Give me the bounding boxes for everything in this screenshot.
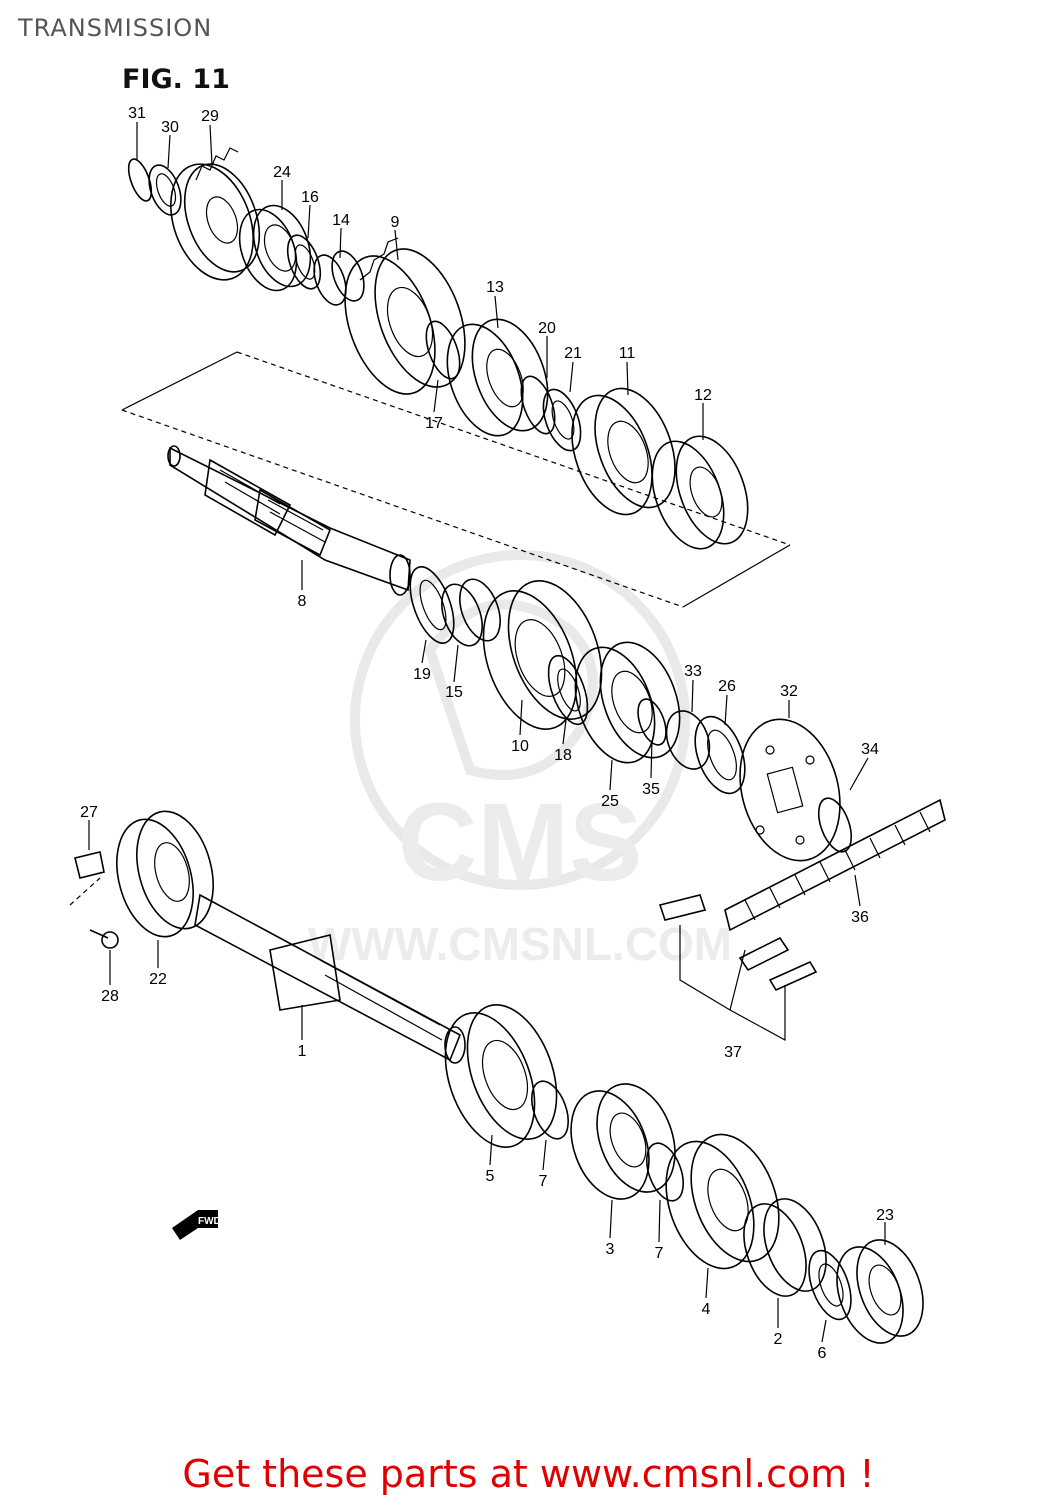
callout-34: 34 bbox=[861, 741, 879, 758]
part-6-washer[interactable] bbox=[801, 1245, 859, 1325]
part-9-gear[interactable] bbox=[328, 237, 482, 407]
callout-26: 26 bbox=[718, 678, 736, 695]
countershaft-frame bbox=[121, 351, 791, 608]
callout-23: 23 bbox=[876, 1207, 894, 1224]
part-36-chain[interactable] bbox=[724, 798, 946, 932]
callout-13: 13 bbox=[486, 279, 504, 296]
callout-5: 5 bbox=[486, 1168, 495, 1185]
part-3-gear[interactable] bbox=[557, 1073, 689, 1210]
part-12-gear[interactable] bbox=[639, 426, 761, 558]
callout-32: 32 bbox=[780, 683, 798, 700]
callout-12: 12 bbox=[694, 387, 712, 404]
callout-27: 27 bbox=[80, 804, 98, 821]
callout-1: 1 bbox=[298, 1043, 307, 1060]
callout-7a: 7 bbox=[539, 1173, 548, 1190]
callout-labels: 31 30 29 24 16 14 9 13 20 21 11 12 17 8 … bbox=[80, 105, 894, 1362]
part-15-bushing[interactable] bbox=[434, 574, 508, 651]
part-5-gear[interactable] bbox=[428, 993, 573, 1160]
part-35-oring[interactable] bbox=[633, 695, 672, 748]
part-33-spacer[interactable] bbox=[659, 705, 717, 775]
part-17-washer[interactable] bbox=[420, 317, 467, 383]
callout-10: 10 bbox=[511, 738, 529, 755]
part-32-sprocket[interactable] bbox=[725, 708, 855, 872]
part-4-gear[interactable] bbox=[650, 1122, 795, 1280]
callout-14: 14 bbox=[332, 212, 350, 229]
part-26-oil-seal[interactable] bbox=[686, 710, 755, 800]
watermark-brand: CMS bbox=[398, 781, 642, 904]
part-22-bearing[interactable] bbox=[105, 803, 226, 946]
part-1-mainshaft[interactable] bbox=[194, 893, 466, 1064]
part-31-circlip[interactable] bbox=[124, 156, 156, 204]
part-30-washer[interactable] bbox=[143, 161, 187, 219]
part-7-circlip-b[interactable] bbox=[640, 1138, 691, 1205]
part-2-gear[interactable] bbox=[732, 1190, 837, 1304]
callout-4: 4 bbox=[702, 1301, 711, 1318]
part-16-washer[interactable] bbox=[281, 231, 326, 293]
figure-label: FIG. 11 bbox=[122, 64, 230, 95]
callout-37: 37 bbox=[724, 1044, 742, 1061]
part-13-gear[interactable] bbox=[433, 309, 562, 446]
callout-31: 31 bbox=[128, 105, 146, 122]
part-23-bearing[interactable] bbox=[825, 1231, 936, 1352]
callout-22: 22 bbox=[149, 971, 167, 988]
callout-36: 36 bbox=[851, 909, 869, 926]
callout-33: 33 bbox=[684, 663, 702, 680]
part-24-bearing[interactable] bbox=[229, 198, 321, 299]
part-34-circlip[interactable] bbox=[812, 794, 857, 856]
callout-29: 29 bbox=[201, 108, 219, 125]
watermark-url: WWW.CMSNL.COM bbox=[308, 918, 732, 970]
callout-15: 15 bbox=[445, 684, 463, 701]
callout-21: 21 bbox=[564, 345, 582, 362]
fwd-label: FWD bbox=[198, 1216, 221, 1227]
leader-lines bbox=[88, 122, 886, 1343]
part-18-washer[interactable] bbox=[541, 651, 596, 730]
part-29-gear[interactable] bbox=[156, 147, 273, 291]
callout-24: 24 bbox=[273, 164, 291, 181]
callout-17: 17 bbox=[425, 415, 443, 432]
page-title: TRANSMISSION bbox=[18, 14, 213, 42]
callout-2: 2 bbox=[774, 1331, 783, 1348]
part-11-gear[interactable] bbox=[557, 377, 690, 525]
callout-6: 6 bbox=[818, 1345, 827, 1362]
callout-28: 28 bbox=[101, 988, 119, 1005]
callout-25: 25 bbox=[601, 793, 619, 810]
watermark: CMS WWW.CMSNL.COM bbox=[308, 550, 732, 970]
part-10-gear[interactable] bbox=[466, 568, 619, 742]
part-21-washer[interactable] bbox=[536, 384, 588, 455]
part-28-screw[interactable] bbox=[89, 929, 119, 949]
callout-7b: 7 bbox=[655, 1245, 664, 1262]
part-8-countershaft[interactable] bbox=[167, 445, 411, 596]
part-7-circlip-a[interactable] bbox=[525, 1076, 576, 1143]
callout-19: 19 bbox=[413, 666, 431, 683]
callout-16: 16 bbox=[301, 189, 319, 206]
callout-9: 9 bbox=[391, 214, 400, 231]
callout-8: 8 bbox=[298, 593, 307, 610]
callout-30: 30 bbox=[161, 119, 179, 136]
part-14-bushing[interactable] bbox=[308, 247, 370, 309]
callout-11: 11 bbox=[619, 345, 636, 362]
callout-20: 20 bbox=[538, 320, 556, 337]
callout-35: 35 bbox=[642, 781, 660, 798]
part-37-chain-joint[interactable] bbox=[658, 894, 818, 1042]
part-20-circlip[interactable] bbox=[515, 372, 562, 438]
footer-cta-link[interactable]: Get these parts at www.cmsnl.com ! bbox=[182, 1452, 875, 1496]
fwd-arrow-icon: FWD bbox=[172, 1210, 221, 1240]
callout-18: 18 bbox=[554, 747, 572, 764]
part-27-stopper[interactable] bbox=[69, 851, 105, 906]
callout-3: 3 bbox=[606, 1241, 615, 1258]
